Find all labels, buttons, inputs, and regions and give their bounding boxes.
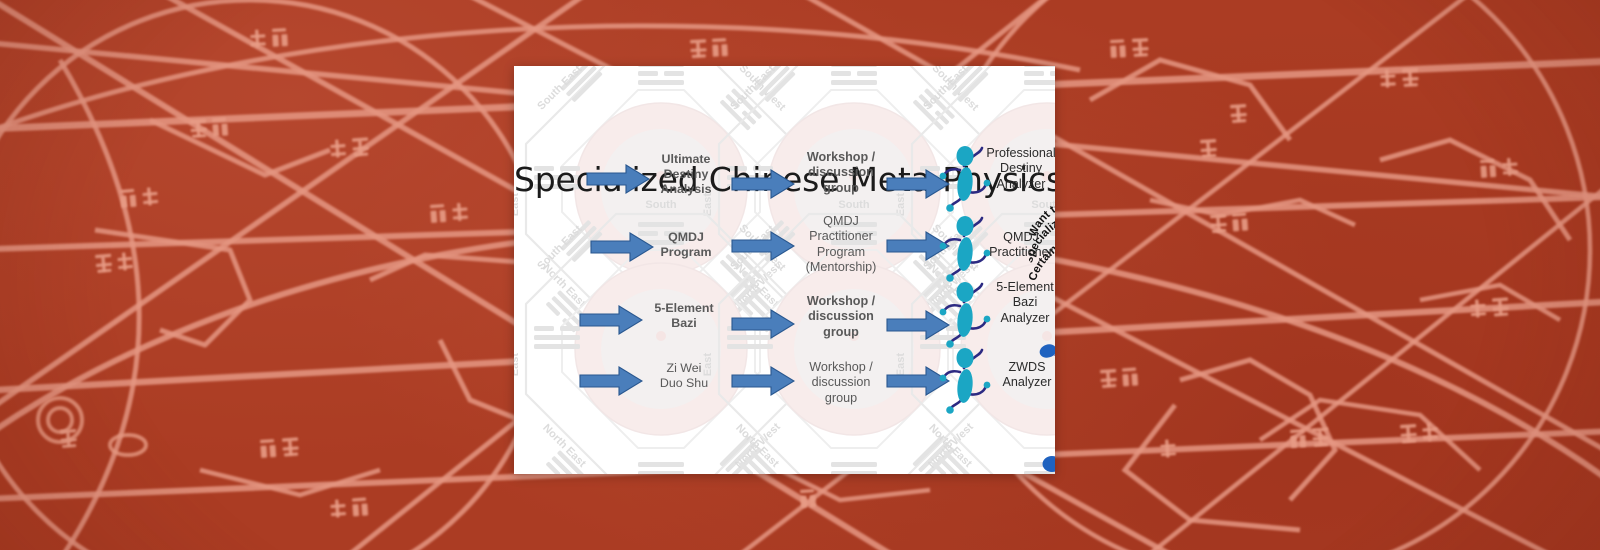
arrow-row1-col2 bbox=[731, 169, 795, 199]
arrow-row4-col1 bbox=[579, 366, 643, 396]
arrow-row1-col1 bbox=[586, 164, 650, 194]
arrow-row2-col2 bbox=[731, 231, 795, 261]
person-figure-blue bbox=[1039, 344, 1055, 472]
person-figure-teal-row2 bbox=[939, 216, 991, 282]
arrow-row3-col1 bbox=[579, 305, 643, 335]
arrow-row2-col1 bbox=[590, 232, 654, 262]
arrow-row3-col2 bbox=[731, 309, 795, 339]
slide-card: South North East West South East South W… bbox=[514, 66, 1055, 474]
arrow-row2-col3 bbox=[886, 231, 950, 261]
arrow-row4-col3 bbox=[886, 366, 950, 396]
arrow-row1-col3 bbox=[886, 169, 950, 199]
arrow-row3-col3 bbox=[886, 310, 950, 340]
person-figure-teal-row4 bbox=[939, 348, 991, 414]
person-figure-teal-row1 bbox=[939, 146, 991, 212]
person-figure-teal-row3 bbox=[939, 282, 991, 348]
arrow-row4-col2 bbox=[731, 366, 795, 396]
curved-question-text: Want to specialized in Certain field ? bbox=[1029, 206, 1055, 283]
